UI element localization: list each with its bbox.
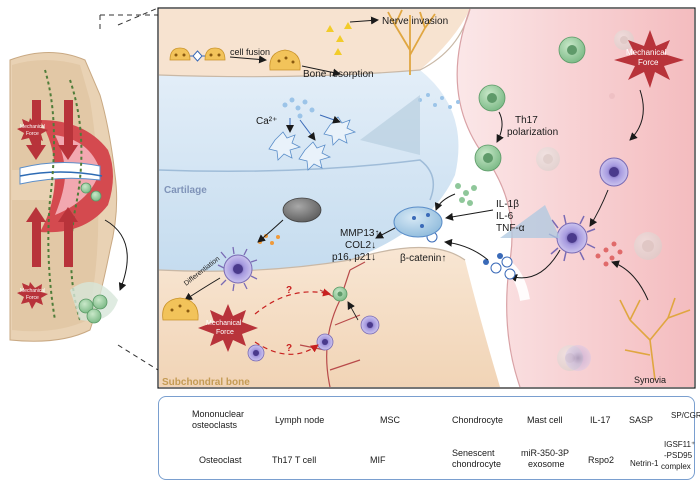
legend-label-msc: MSC — [380, 415, 400, 425]
label-subchondral-bone: Subchondral bone — [162, 377, 250, 388]
legend-label-exosome-1: miR-350-3P — [521, 448, 570, 458]
legend-label-mononuclear-osteoclasts-2: osteoclasts — [192, 420, 238, 430]
label-mechanical-force-left-top-2: Force — [26, 131, 39, 137]
label-cell-fusion: cell fusion — [230, 47, 271, 57]
legend-label-th17: Th17 T cell — [272, 455, 317, 465]
down-arrow-col2: ↓ — [371, 240, 377, 251]
legend-label-igsf11-1: IGSF11⁺ — [664, 440, 696, 449]
label-mechanical-force-bone-1: Mechanical — [206, 320, 242, 327]
legend-label-igsf11-3: complex — [661, 462, 691, 471]
label-beta-catenin: β-catenin↑ — [400, 253, 447, 264]
lymph-node-cluster-left — [70, 182, 118, 324]
nerve-fibers-top — [387, 9, 436, 75]
legend-label-mif: MIF — [370, 455, 386, 465]
label-col2: COL2↓ — [345, 240, 377, 251]
mechanical-force-star-left-top — [17, 118, 48, 145]
label-th17-polarization-2: polarization — [507, 127, 559, 138]
legend-label-lymph-node: Lymph node — [275, 415, 325, 425]
label-mechanical-force-left-top-1: Mechanical — [20, 124, 46, 130]
mast-cells — [247, 157, 629, 371]
label-th17-polarization-1: Th17 — [515, 115, 538, 126]
mechanical-force-star-left-bottom — [17, 282, 48, 309]
netrin-triangles — [326, 22, 352, 55]
down-arrow-p16-p21: ↓ — [370, 252, 376, 263]
osteoclast-fusion — [169, 16, 379, 77]
label-bone-resorption: Bone resorption — [303, 69, 374, 80]
osteoclast-bone — [162, 297, 199, 321]
label-mechanical-force-right-1: Mechanical — [626, 48, 667, 57]
mechanical-force-star-bone — [198, 304, 258, 352]
legend-label-rspo2: Rspo2 — [588, 455, 615, 465]
label-il1b: IL-1β — [496, 199, 519, 210]
label-mechanical-force-left-bottom-2: Force — [26, 295, 39, 301]
label-p16-p21: p16, p21↓ — [332, 252, 376, 263]
sp-cgrp-dots — [595, 241, 623, 267]
main-panel — [157, 7, 696, 389]
label-tnfa: TNF-α — [496, 223, 525, 234]
label-il6: IL-6 — [496, 211, 514, 222]
up-arrow-beta-catenin: ↑ — [441, 253, 447, 264]
legend-label-chondrocyte: Chondrocyte — [452, 415, 504, 425]
label-cartilage: Cartilage — [164, 185, 207, 196]
legend-label-il17: IL-17 — [590, 415, 611, 425]
label-question-2: ? — [286, 343, 293, 354]
igsf11-complex-top — [190, 50, 205, 62]
label-synovia: Synovia — [634, 375, 667, 385]
legend-label-igsf11-2: -PSD95 — [664, 451, 693, 460]
nerve-fibers-synovia — [619, 297, 691, 381]
th17-cells — [332, 36, 586, 302]
msc-cluster — [268, 93, 460, 171]
label-calcium: Ca²⁺ — [256, 116, 278, 127]
legend-label-sp-cgrp: SP/CGRP — [671, 411, 700, 420]
label-mmp13: MMP13↑ — [340, 228, 380, 239]
legend-label-senescent-1: Senescent — [452, 448, 495, 458]
il17-dots — [455, 183, 477, 206]
legend-label-mast-cell: Mast cell — [527, 415, 563, 425]
label-mechanical-force-right-2: Force — [638, 58, 659, 67]
label-question-1: ? — [286, 285, 293, 296]
senescent-chondrocyte — [282, 197, 322, 223]
label-mechanical-force-bone-2: Force — [216, 329, 234, 336]
legend-label-senescent-2: chondrocyte — [452, 459, 502, 469]
up-arrow-mmp13: ↑ — [374, 228, 380, 239]
legend-label-netrin: Netrin-1 — [630, 459, 659, 468]
legend-label-sasp: SASP — [629, 415, 654, 425]
subchondral-bone-region — [159, 247, 500, 387]
legend-label-exosome-2: exosome — [528, 459, 565, 469]
legend — [158, 396, 695, 480]
chondrocyte-central — [393, 206, 443, 238]
legend-label-osteoclast: Osteoclast — [199, 455, 242, 465]
label-mechanical-force-left-bottom-1: Mechanical — [20, 288, 46, 294]
mast-cell-differentiation — [217, 246, 258, 292]
legend-label-mononuclear-osteoclasts-1: Mononuclear — [192, 409, 245, 419]
cartilage-region — [159, 70, 459, 272]
mechanical-force-star-right — [614, 30, 684, 88]
label-nerve-invasion: Nerve invasion — [382, 16, 449, 27]
synovia-region — [457, 9, 694, 387]
joint-overview — [9, 7, 160, 371]
